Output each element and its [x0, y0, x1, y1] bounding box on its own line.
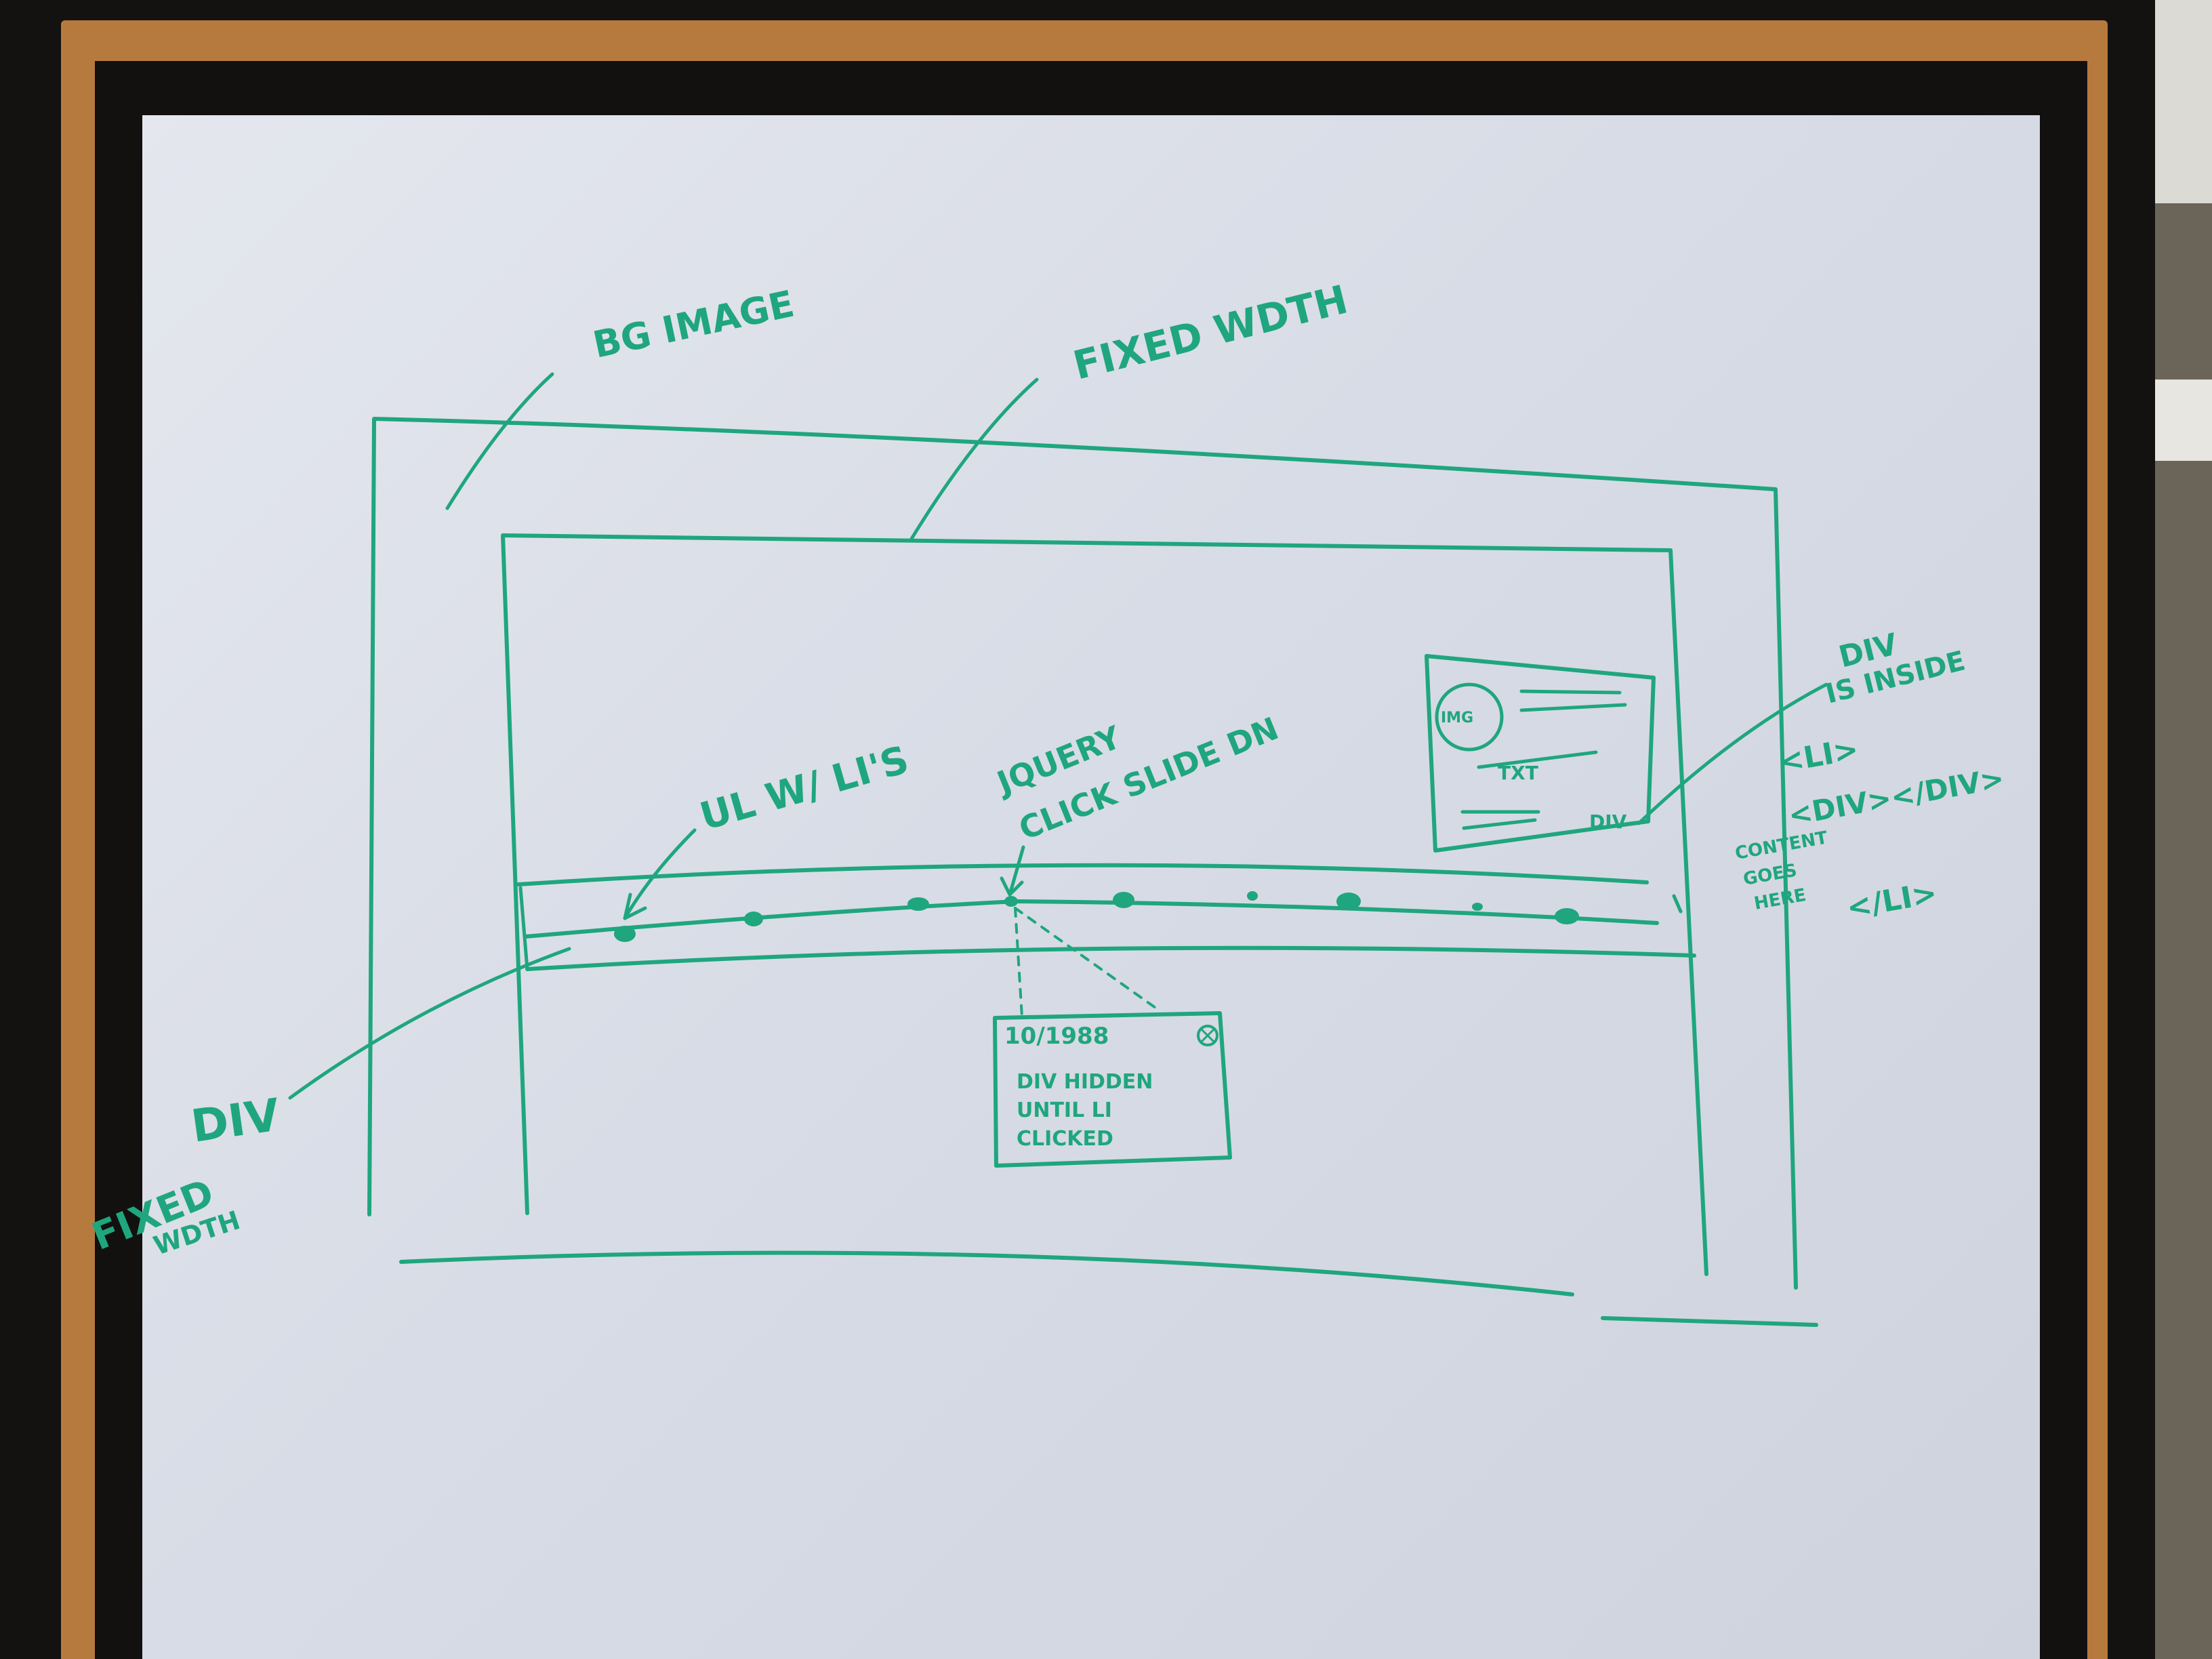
label-goes: GOES	[1742, 860, 1799, 889]
content-card	[1425, 654, 1656, 853]
popup-hidden-div	[993, 1011, 1232, 1168]
fixed-width-container	[501, 533, 1708, 1276]
label-li-close: </LI>	[1844, 876, 1940, 926]
card-txt-label: TXT	[1498, 762, 1538, 784]
popup-date: 10/1988	[1004, 1023, 1109, 1050]
close-x-mark	[1201, 1029, 1214, 1042]
jquery-leader-arrow	[1000, 845, 1025, 897]
timeline-li-dot[interactable]	[744, 912, 763, 926]
timeline-band-right-edge	[1672, 894, 1683, 914]
timeline-li-dot[interactable]	[1555, 908, 1579, 924]
card-text-lines	[1460, 689, 1627, 830]
label-li-open: <LI>	[1776, 732, 1861, 780]
timeline-ul-line	[523, 899, 1659, 939]
timeline-band-left-edge	[518, 886, 529, 971]
label-div-fixed: DIV	[188, 1088, 283, 1152]
timeline-li-dot[interactable]	[1472, 903, 1483, 911]
label-ul-with-lis: UL W/ LI'S	[695, 738, 914, 840]
div-fixed-leader	[288, 947, 571, 1100]
card-image-circle	[1435, 682, 1504, 752]
timeline-li-dot[interactable]	[614, 926, 636, 942]
div-inside-leader	[1637, 682, 1828, 825]
whiteboard-surface	[142, 115, 2040, 1659]
timeline-band-bottom	[525, 945, 1696, 971]
card-div-label: DIV	[1589, 811, 1627, 833]
fixed-width-leader	[909, 377, 1039, 541]
label-fixed-width: FIXED WDTH	[1069, 276, 1352, 388]
background-image-box	[367, 417, 1818, 1327]
popup-line-1: DIV HIDDEN	[1017, 1070, 1153, 1094]
timeline-li-dot[interactable]	[1004, 896, 1018, 907]
popup-line-2: UNTIL LI	[1017, 1099, 1112, 1122]
label-here: HERE	[1753, 885, 1807, 914]
timeline-li-dot[interactable]	[1113, 892, 1134, 908]
card-img-label: IMG	[1441, 710, 1473, 726]
ul-leader-arrow	[623, 828, 697, 920]
popup-line-3: CLICKED	[1017, 1127, 1113, 1151]
popup-connector-left	[1014, 907, 1023, 1018]
timeline-li-dot[interactable]	[907, 897, 929, 911]
close-circle-icon[interactable]	[1197, 1025, 1218, 1046]
label-content: CONTENT	[1734, 827, 1829, 864]
bg-image-leader	[445, 372, 554, 510]
label-bg-image: BG IMAGE	[590, 282, 798, 366]
popup-connector-right	[1014, 907, 1162, 1012]
timeline-li-dots[interactable]	[614, 891, 1579, 942]
timeline-li-dot[interactable]	[1247, 891, 1258, 901]
timeline-band-top	[516, 863, 1649, 886]
timeline-li-dot[interactable]	[1336, 893, 1361, 910]
